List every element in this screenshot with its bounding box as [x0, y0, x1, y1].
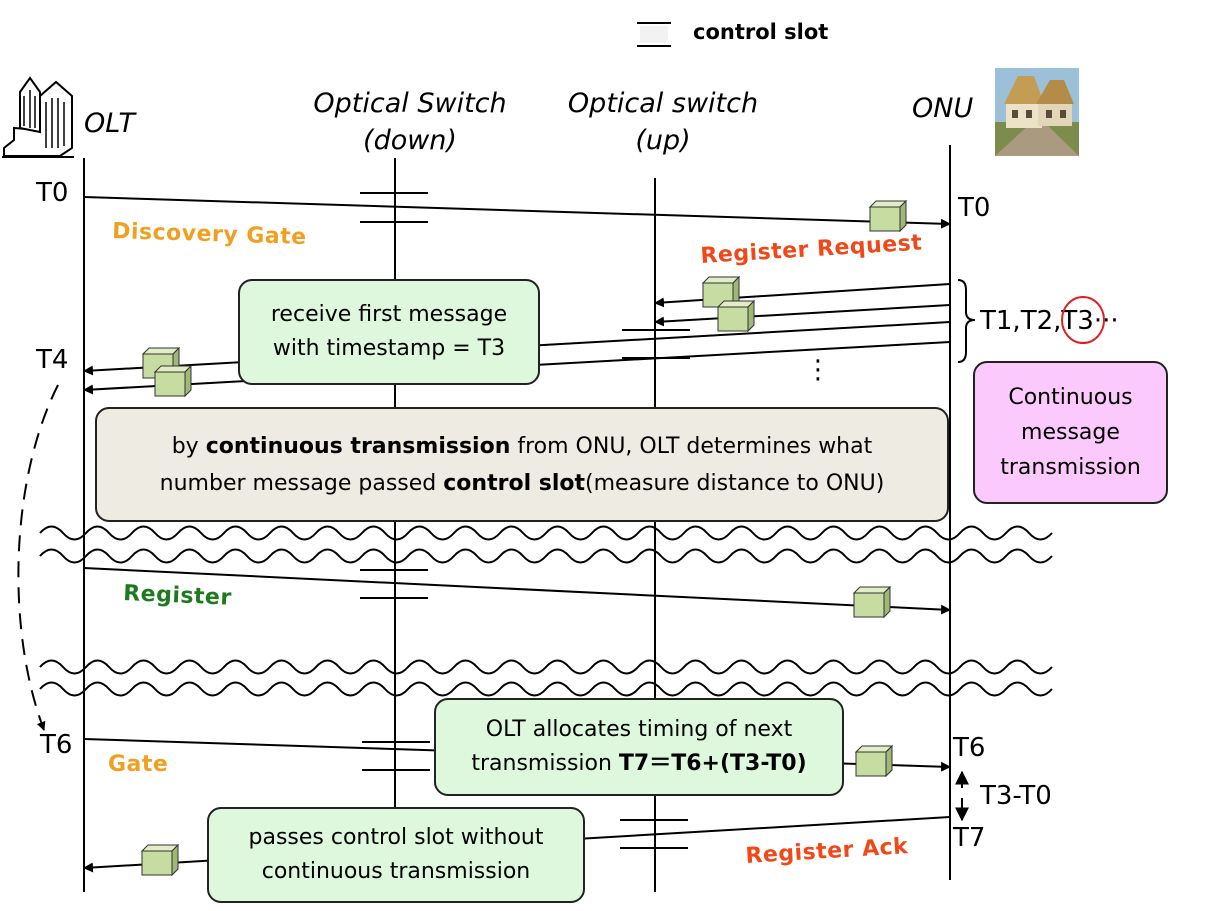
onu-t0-label: T0 [957, 193, 990, 223]
legend-label: control slot [693, 20, 828, 44]
control-slot-legend: control slot [637, 20, 828, 47]
vertical-ellipsis: ⋮ [805, 355, 831, 385]
building-icon [2, 76, 74, 158]
t7-label: T7 [952, 823, 985, 853]
switch-down-title: Optical Switch [313, 88, 506, 119]
switch-up-subtitle: (up) [635, 125, 690, 156]
t6-right-label: T6 [952, 733, 985, 763]
discovery-gate-label: Discovery Gate [112, 219, 307, 250]
register-label: Register [123, 581, 233, 611]
t6-left-label: T6 [39, 730, 72, 760]
continuous-transmission-note: by continuous transmission from ONU, OLT… [95, 407, 949, 522]
receive-first-note: receive first message with timestamp = T3 [238, 279, 540, 385]
onu-title: ONU [912, 93, 973, 124]
receive-first-line-1: receive first message [270, 302, 508, 327]
register-ack-label: Register Ack [745, 834, 910, 869]
register-request-arrow-2 [654, 304, 951, 327]
t4-label: T4 [35, 345, 68, 375]
t3-highlight-circle [1061, 296, 1105, 344]
receive-first-line-2: with timestamp = T3 [272, 336, 506, 361]
gate-label: Gate [108, 752, 168, 777]
discovery-gate-arrow [83, 196, 951, 229]
t-sequence-label: T1,T2,T3··· [979, 306, 1119, 336]
houses-icon [995, 68, 1079, 156]
register-request-label: Register Request [700, 230, 923, 269]
switch-down-subtitle: (down) [363, 125, 457, 156]
switch-up-title: Optical switch [568, 88, 758, 119]
register-arrow [83, 567, 951, 615]
olt-title: OLT [84, 108, 137, 139]
t3-t0-label: T3-T0 [979, 781, 1052, 811]
t4-to-t6-dashed-arrow [17, 384, 59, 731]
register-request-arrow-1 [654, 283, 951, 308]
time-break-waves [39, 525, 1053, 697]
olt-t0-label: T0 [35, 178, 68, 208]
t-sequence-brace [957, 279, 976, 363]
